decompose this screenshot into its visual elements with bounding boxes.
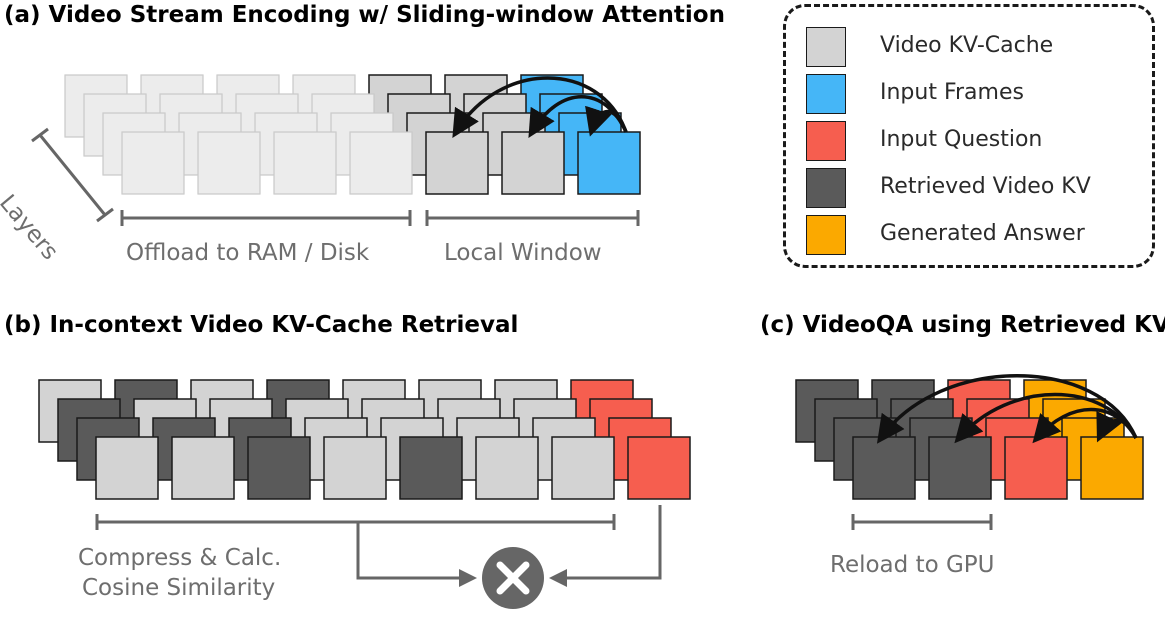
- panel-b-title: (b) In-context Video KV-Cache Retrieval: [4, 312, 519, 338]
- local-window-label: Local Window: [444, 240, 602, 266]
- legend-item-input-question: Input Question: [806, 121, 1146, 161]
- retrieved-kv-tile: [399, 436, 463, 500]
- retrieved-kv-tile: [852, 436, 916, 500]
- times-icon: [482, 547, 544, 609]
- compress-bracket: [95, 514, 616, 530]
- video-kv-tile: [475, 436, 539, 500]
- offload-bracket: [120, 210, 412, 226]
- question-tile: [627, 436, 691, 500]
- panel-b-stack: [38, 379, 691, 500]
- retrieved-kv-tile: [247, 436, 311, 500]
- answer-tile: [1080, 436, 1144, 500]
- attention-arrow: [452, 76, 628, 138]
- offloaded-kv-tile: [273, 131, 337, 195]
- video-kv-tile: [551, 436, 615, 500]
- video-kv-tile: [323, 436, 387, 500]
- local-window-bracket: [425, 210, 640, 226]
- panel-a-attention-arrows: [452, 76, 628, 139]
- legend-label: Input Frames: [880, 80, 1024, 105]
- video-kv-tile: [171, 436, 235, 500]
- legend-item-retrieved-video-kv: Retrieved Video KV: [806, 168, 1146, 208]
- similarity-flow-lines: [356, 505, 662, 587]
- offloaded-kv-tile: [197, 131, 261, 195]
- layers-axis: [31, 127, 114, 223]
- panel-a-stack: [64, 74, 641, 195]
- attention-arrow: [1096, 411, 1138, 443]
- video-kv-tile: [425, 131, 489, 195]
- panel-c-stack: [795, 379, 1144, 500]
- legend-item-generated-answer: Generated Answer: [806, 215, 1146, 255]
- legend-label: Input Question: [880, 127, 1043, 152]
- legend-swatch: [806, 27, 846, 67]
- legend-swatch: [806, 168, 846, 208]
- legend-label: Retrieved Video KV: [880, 174, 1091, 199]
- reload-bracket: [851, 514, 993, 530]
- retrieved-kv-tile: [928, 436, 992, 500]
- attention-arrow: [876, 374, 1138, 444]
- panel-c-title: (c) VideoQA using Retrieved KV: [760, 312, 1165, 338]
- input-frame-tile: [577, 131, 641, 195]
- video-kv-tile: [95, 436, 159, 500]
- offloaded-kv-tile: [121, 131, 185, 195]
- attention-arrow: [585, 105, 628, 137]
- legend: Video KV-Cache Input Frames Input Questi…: [783, 4, 1155, 268]
- video-kv-tile: [501, 131, 565, 195]
- legend-swatch: [806, 215, 846, 255]
- panel-a-title: (a) Video Stream Encoding w/ Sliding-win…: [4, 2, 725, 28]
- legend-item-input-frames: Input Frames: [806, 74, 1146, 114]
- legend-item-video-kv-cache: Video KV-Cache: [806, 27, 1146, 67]
- panel-c-attention-arrows: [876, 374, 1138, 444]
- compress-label-line2: Cosine Similarity: [82, 575, 276, 601]
- legend-label: Generated Answer: [880, 221, 1085, 246]
- legend-label: Video KV-Cache: [880, 33, 1054, 58]
- legend-swatch: [806, 74, 846, 114]
- compress-label-line1: Compress & Calc.: [78, 545, 282, 571]
- offloaded-kv-tile: [349, 131, 413, 195]
- legend-swatch: [806, 121, 846, 161]
- reload-label: Reload to GPU: [830, 552, 995, 578]
- offload-label: Offload to RAM / Disk: [126, 240, 370, 266]
- question-tile: [1004, 436, 1068, 500]
